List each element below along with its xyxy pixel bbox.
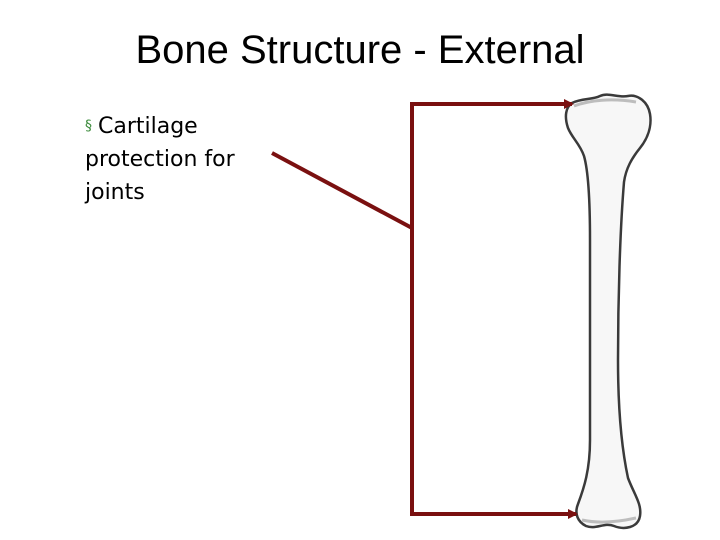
pointer-arrows	[272, 104, 576, 514]
bone-icon	[566, 95, 651, 528]
arrow-diagonal	[272, 153, 412, 228]
